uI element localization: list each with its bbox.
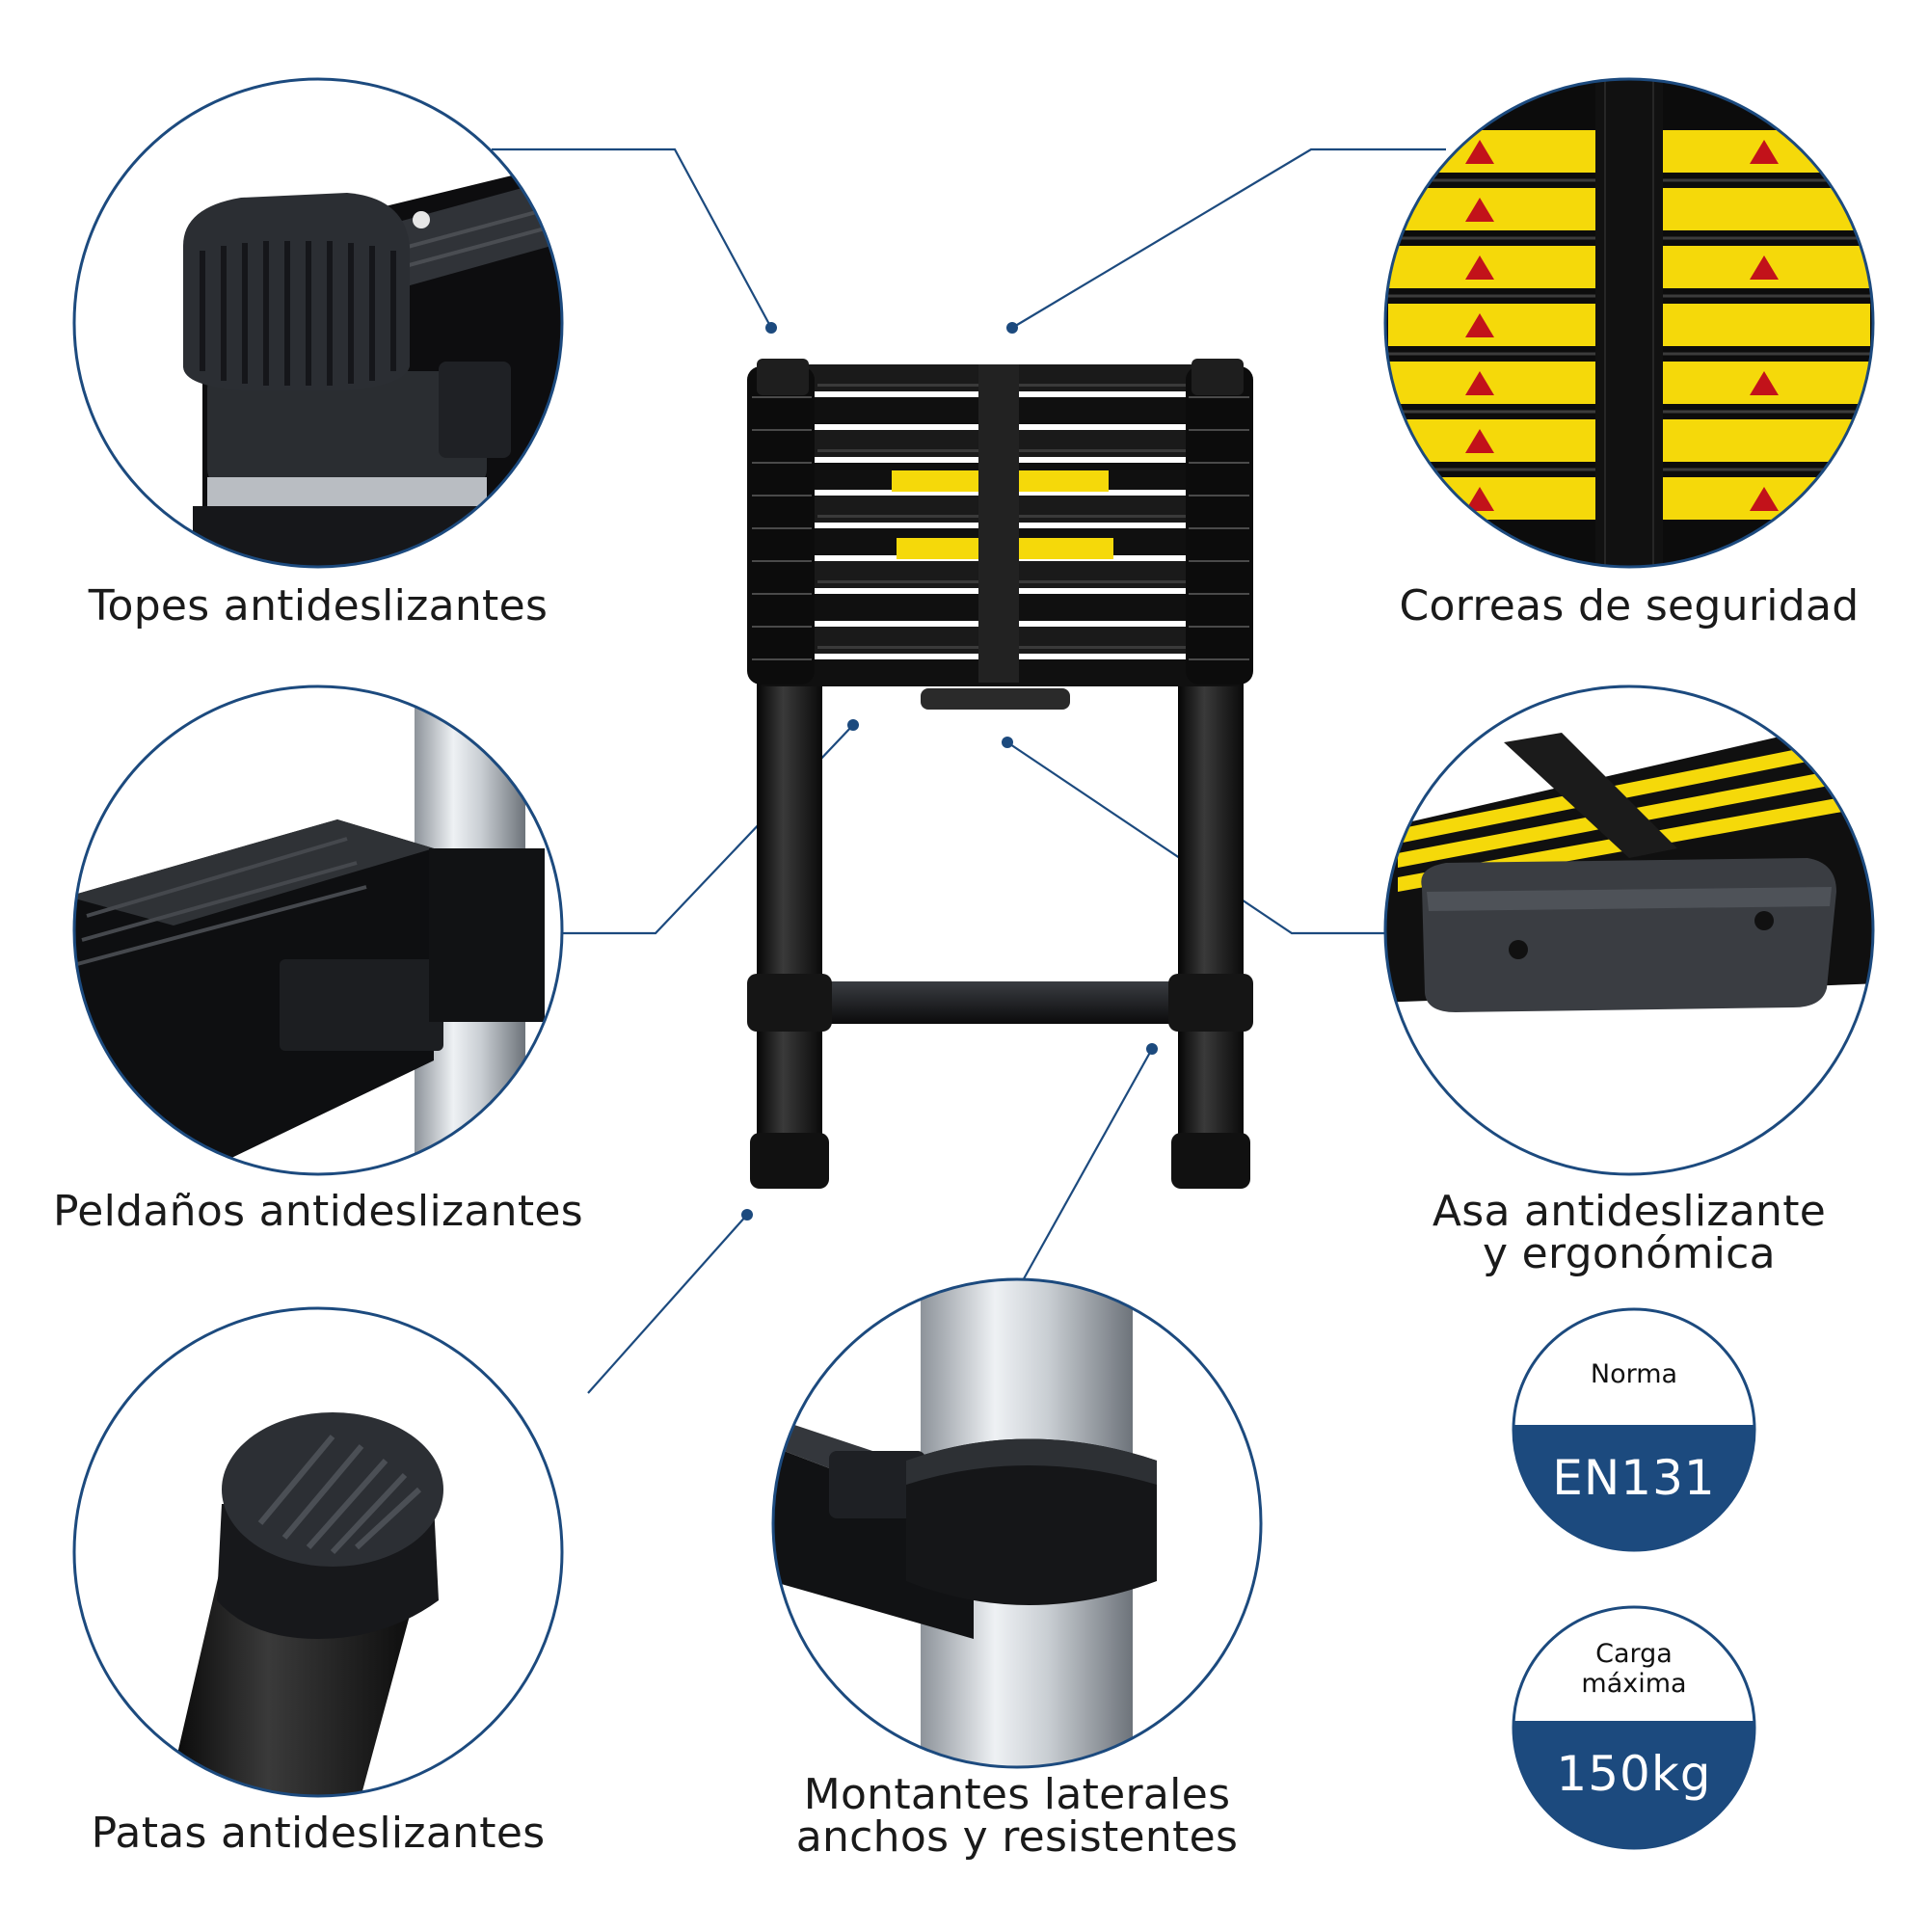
connector-dots bbox=[741, 322, 1158, 1221]
detail-montantes-image bbox=[771, 1277, 1263, 1769]
detail-topes-image bbox=[72, 77, 564, 569]
norm-label: Norma bbox=[1590, 1359, 1678, 1389]
caption-correas: Correas de seguridad bbox=[1379, 585, 1880, 628]
detail-asa-image bbox=[1383, 684, 1875, 1176]
connector-lines bbox=[492, 148, 1446, 1394]
detail-patas-image bbox=[72, 1306, 564, 1798]
caption-topes: Topes antideslizantes bbox=[67, 585, 569, 628]
load-label-line2: máxima bbox=[1581, 1669, 1687, 1699]
norm-value: EN131 bbox=[1552, 1450, 1716, 1506]
load-value: 150kg bbox=[1556, 1746, 1712, 1802]
caption-asa-line2: y ergonómica bbox=[1483, 1229, 1776, 1278]
caption-peldanos-text: Peldaños antideslizantes bbox=[53, 1187, 583, 1236]
caption-correas-text: Correas de seguridad bbox=[1399, 581, 1860, 631]
load-label-line1: Carga bbox=[1595, 1639, 1673, 1669]
detail-peldanos-image bbox=[72, 684, 564, 1176]
caption-montantes-line1: Montantes laterales bbox=[803, 1770, 1231, 1819]
caption-asa-line1: Asa antideslizante bbox=[1432, 1187, 1827, 1236]
load-badge bbox=[1512, 1605, 1756, 1850]
caption-asa: Asa antideslizante y ergonómica bbox=[1369, 1191, 1889, 1275]
detail-correas-image bbox=[1383, 77, 1875, 569]
caption-patas: Patas antideslizantes bbox=[67, 1812, 569, 1855]
caption-montantes-line2: anchos y resistentes bbox=[795, 1812, 1239, 1862]
caption-patas-text: Patas antideslizantes bbox=[91, 1809, 546, 1858]
caption-topes-text: Topes antideslizantes bbox=[88, 581, 549, 631]
caption-montantes: Montantes laterales anchos y resistentes bbox=[766, 1774, 1268, 1859]
ladder-illustration bbox=[747, 359, 1253, 1189]
load-label: Carga máxima bbox=[1538, 1639, 1730, 1699]
norm-badge bbox=[1512, 1307, 1756, 1552]
caption-peldanos: Peldaños antideslizantes bbox=[39, 1191, 598, 1233]
